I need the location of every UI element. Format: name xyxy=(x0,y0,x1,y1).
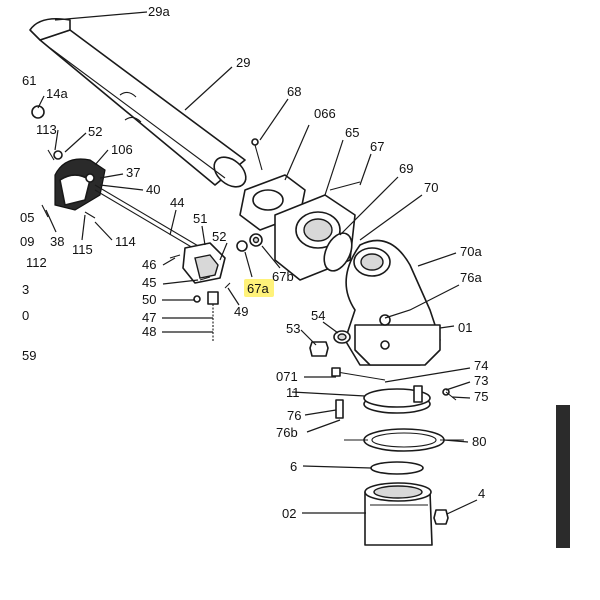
part-labels: 29a 29 61 14a 113 52 106 37 40 05 09 112… xyxy=(20,4,488,521)
label-02: 02 xyxy=(282,506,296,521)
label-76b: 76b xyxy=(276,425,298,440)
label-112: 112 xyxy=(26,255,47,270)
label-44: 44 xyxy=(170,195,184,210)
label-48: 48 xyxy=(142,324,156,339)
label-05: 05 xyxy=(20,210,34,225)
fitting-part-4 xyxy=(433,509,449,525)
label-11: 11 xyxy=(286,385,300,400)
label-67: 67 xyxy=(370,139,384,154)
label-53: 53 xyxy=(286,321,300,336)
plug-part-53 xyxy=(309,330,351,357)
label-47: 47 xyxy=(142,310,156,325)
oring-part-69 xyxy=(323,232,353,272)
label-52b: 52 xyxy=(212,229,226,244)
label-67a: 67a xyxy=(247,281,269,296)
label-071: 071 xyxy=(276,369,298,384)
highlight-67a xyxy=(244,279,274,297)
label-74: 74 xyxy=(474,358,488,373)
label-80: 80 xyxy=(472,434,486,449)
label-106: 106 xyxy=(111,142,133,157)
fastener-set-left xyxy=(31,105,231,342)
leader-lines xyxy=(37,11,478,515)
label-59: 59 xyxy=(22,348,36,363)
label-76a: 76a xyxy=(460,270,482,285)
label-114: 114 xyxy=(115,234,136,249)
label-4: 4 xyxy=(478,486,485,501)
label-61: 61 xyxy=(22,73,36,88)
label-09: 09 xyxy=(20,234,34,249)
label-38: 38 xyxy=(50,234,64,249)
label-70: 70 xyxy=(424,180,438,195)
label-70a: 70a xyxy=(460,244,482,259)
bracket-part-51 xyxy=(182,242,226,284)
label-67b: 67b xyxy=(272,269,294,284)
label-45: 45 xyxy=(142,275,156,290)
label-51: 51 xyxy=(193,211,207,226)
label-49: 49 xyxy=(234,304,248,319)
label-69: 69 xyxy=(399,161,413,176)
label-46: 46 xyxy=(142,257,156,272)
bolt-part-071 xyxy=(331,367,386,381)
label-68: 68 xyxy=(287,84,301,99)
rod-part-44 xyxy=(94,184,206,256)
label-0: 0 xyxy=(22,308,29,323)
label-6: 6 xyxy=(290,459,297,474)
ring-part-6 xyxy=(370,461,424,475)
base-tube-part-02 xyxy=(364,482,433,546)
label-52a: 52 xyxy=(88,124,102,139)
clamp-ring-part-80 xyxy=(344,428,464,452)
band-clamp-part-11 xyxy=(363,385,457,414)
label-75: 75 xyxy=(474,389,488,404)
label-113: 113 xyxy=(36,122,57,137)
label-29: 29 xyxy=(236,55,250,70)
label-29a: 29a xyxy=(148,4,170,19)
label-37: 37 xyxy=(126,165,140,180)
pin-part-76 xyxy=(335,399,344,419)
label-76: 76 xyxy=(287,408,301,423)
label-50: 50 xyxy=(142,292,156,307)
washer-part-67a xyxy=(236,233,263,252)
trigger-handle-part-106 xyxy=(54,158,106,211)
label-14a: 14a xyxy=(46,86,68,101)
tube-part-29 xyxy=(29,17,247,188)
label-40: 40 xyxy=(146,182,160,197)
right-edge-bar xyxy=(556,405,570,548)
label-115: 115 xyxy=(72,242,93,257)
elbow-part-76a xyxy=(344,239,441,366)
label-066: 066 xyxy=(314,106,336,121)
label-73: 73 xyxy=(474,373,488,388)
label-01: 01 xyxy=(458,320,472,335)
label-54: 54 xyxy=(311,308,325,323)
label-3: 3 xyxy=(22,282,29,297)
label-65: 65 xyxy=(345,125,359,140)
